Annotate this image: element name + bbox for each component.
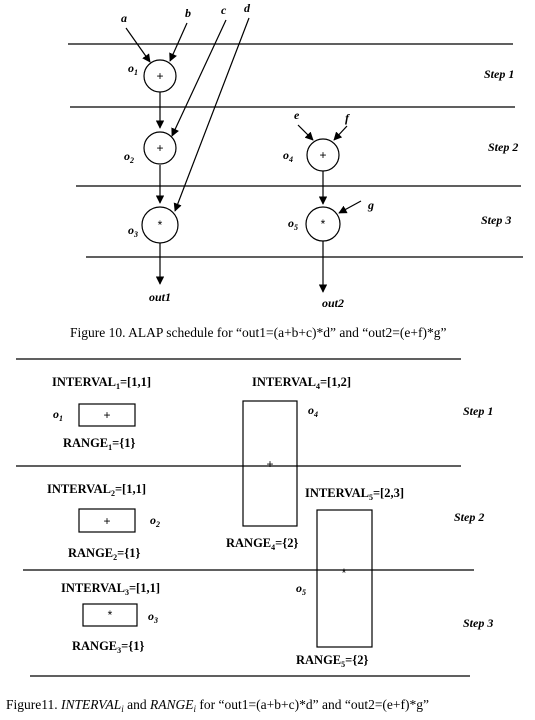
figure-11-caption: Figure11. INTERVALi and RANGEi for “out1…: [6, 697, 429, 714]
node-o1: + o1: [128, 59, 177, 93]
fig11-o5-symbol: *: [342, 566, 347, 580]
figure-10-caption: Figure 10. ALAP schedule for “out1=(a+b+…: [70, 325, 446, 340]
node-o5-symbol: *: [321, 217, 326, 231]
range-o2-label: RANGE2={1}: [68, 546, 140, 562]
node-o4: + o4: [283, 138, 340, 172]
fig11-op-o2: INTERVAL2=[1,1] + o2 RANGE2={1}: [47, 482, 160, 562]
edge-d-o3: [173, 17, 250, 212]
fig10-step-1-label: Step 1: [484, 67, 514, 81]
fig11-op-o5: INTERVAL5=[2,3] * o5 RANGE5={2}: [296, 486, 404, 669]
input-a-label: a: [121, 11, 127, 25]
node-o5-label: o5: [288, 216, 298, 232]
fig11-o1-box: [78, 403, 136, 427]
fig11-o4-box: [242, 400, 298, 527]
range-o1-label: RANGE1={1}: [63, 436, 135, 452]
node-o1-symbol: +: [156, 69, 163, 83]
input-e-label: e: [294, 108, 300, 122]
edge-b-o1: [169, 22, 188, 62]
interval-o4-label: INTERVAL4=[1,2]: [252, 375, 351, 391]
output-out1-label: out1: [149, 290, 171, 304]
figure-11-interval-range: Step 1 Step 2 Step 3 INTERVAL1=[1,1] o1 …: [6, 358, 493, 714]
node-o3-symbol: *: [158, 218, 163, 232]
node-o4-label: o4: [283, 148, 293, 164]
interval-o1-label: INTERVAL1=[1,1]: [52, 375, 151, 391]
interval-o5-label: INTERVAL5=[2,3]: [305, 486, 404, 502]
node-o2: + o2: [124, 131, 177, 165]
input-b-label: b: [185, 6, 191, 20]
node-o3: * o3: [128, 206, 179, 244]
fig11-o5-label: o5: [296, 581, 306, 597]
fig10-step-2-label: Step 2: [488, 140, 518, 154]
input-d-label: d: [244, 1, 251, 15]
fig11-step-2-label: Step 2: [454, 510, 484, 524]
fig11-o2-symbol: +: [103, 514, 110, 528]
node-o1-label: o1: [128, 61, 138, 77]
output-out2-label: out2: [322, 296, 344, 310]
node-o3-label: o3: [128, 223, 138, 239]
fig11-step-3-label: Step 3: [463, 616, 493, 630]
fig11-o5-box: [316, 509, 373, 648]
edge-g-o5: [338, 200, 362, 214]
edge-f-o4: [333, 125, 348, 141]
fig11-o3-symbol: *: [108, 608, 113, 622]
range-o3-label: RANGE3={1}: [72, 639, 144, 655]
node-o2-symbol: +: [156, 141, 163, 155]
input-g-label: g: [367, 198, 374, 212]
input-f-label: f: [345, 111, 350, 125]
edge-c-o2: [171, 19, 227, 137]
edge-e-o4: [297, 124, 314, 141]
node-o5: * o5: [288, 206, 341, 242]
fig11-o4-symbol: +: [266, 457, 273, 471]
edge-a-o1: [125, 27, 151, 63]
fig11-o1-symbol: +: [103, 408, 110, 422]
fig11-o3-label: o3: [148, 609, 158, 625]
fig11-o4-label: o4: [308, 403, 318, 419]
fig10-step-3-label: Step 3: [481, 213, 511, 227]
range-o5-label: RANGE5={2}: [296, 653, 368, 669]
fig11-o2-label: o2: [150, 513, 160, 529]
range-o4-label: RANGE4={2}: [226, 536, 298, 552]
fig11-o3-box: [82, 603, 138, 627]
fig11-o1-label: o1: [53, 407, 63, 423]
interval-o2-label: INTERVAL2=[1,1]: [47, 482, 146, 498]
fig11-op-o1: INTERVAL1=[1,1] o1 + RANGE1={1}: [52, 375, 151, 452]
interval-o3-label: INTERVAL3=[1,1]: [61, 581, 160, 597]
node-o2-label: o2: [124, 149, 134, 165]
fig11-op-o4: INTERVAL4=[1,2] + o4 RANGE4={2}: [226, 375, 351, 552]
fig11-o2-box: [78, 508, 136, 533]
node-o4-symbol: +: [319, 148, 326, 162]
fig11-step-1-label: Step 1: [463, 404, 493, 418]
fig11-op-o3: INTERVAL3=[1,1] * o3 RANGE3={1}: [61, 581, 160, 655]
figure-10-alap-schedule: Step 1 Step 2 Step 3 a b c d e f g + o1: [68, 1, 523, 340]
input-c-label: c: [221, 3, 227, 17]
